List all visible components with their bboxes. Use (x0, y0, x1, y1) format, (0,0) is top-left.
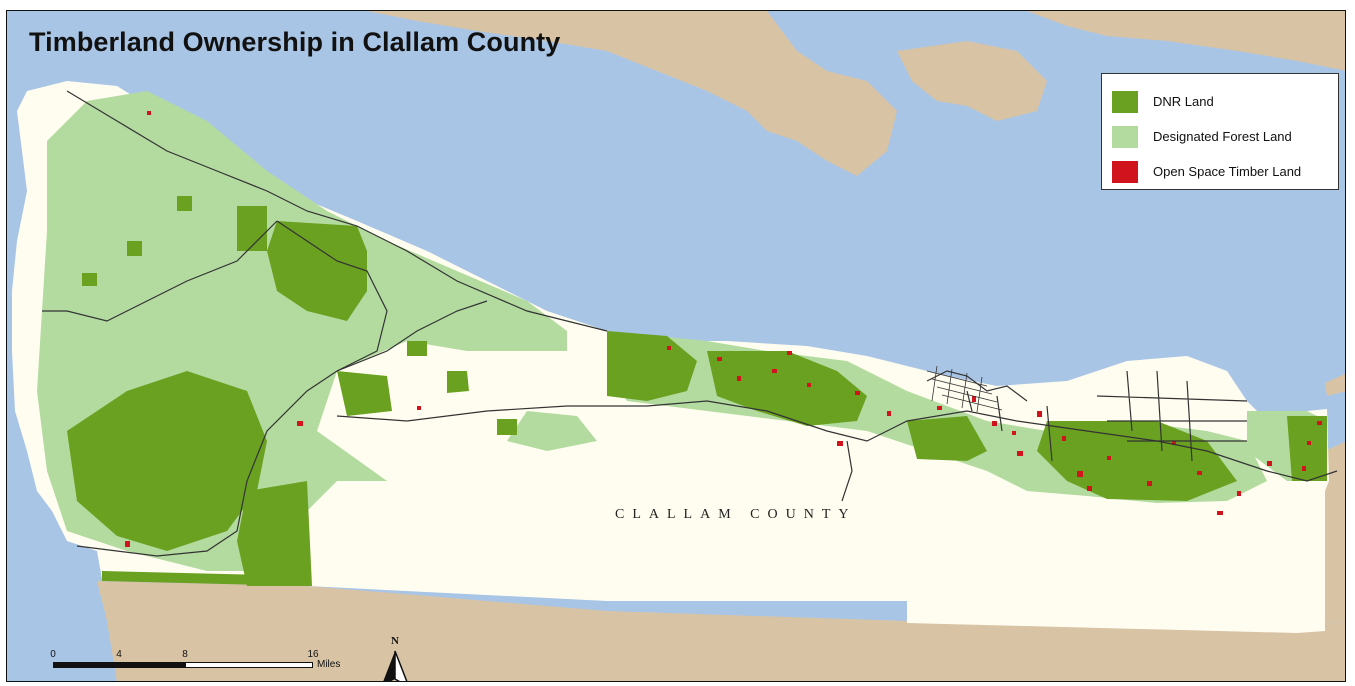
scale-tick: 4 (116, 649, 122, 660)
dnr-land-east-a (907, 416, 987, 461)
dnr-land-central (607, 331, 697, 401)
legend-item-open-space-timber: Open Space Timber Land (1112, 154, 1328, 189)
designated-forest-area-central (507, 411, 597, 451)
legend-item-dnr-land: DNR Land (1112, 84, 1328, 119)
scale-segment-filled (53, 662, 185, 668)
open-space-timber-swatch (1112, 160, 1138, 183)
dnr-land-block-d (177, 196, 192, 211)
scale-bar: 0 4 8 16 Miles (49, 649, 349, 679)
scale-tick: 8 (182, 649, 188, 660)
county-label: CLALLAM COUNTY (615, 507, 857, 522)
dnr-land-swatch (1112, 90, 1138, 113)
scale-tick: 0 (50, 649, 56, 660)
map-title: Timberland Ownership in Clallam County (29, 27, 561, 57)
legend-label: Open Space Timber Land (1153, 164, 1302, 179)
dnr-land-block-e (127, 241, 142, 256)
north-arrow: N (377, 635, 413, 681)
port-angeles-street-grid (926, 365, 1003, 413)
southern-landmass (97, 581, 1345, 681)
dnr-land-south-strip (102, 571, 307, 586)
scale-segment-empty (185, 662, 313, 668)
dnr-land-block-f (82, 273, 97, 286)
dnr-land-west (67, 371, 267, 551)
northeast-landmass (1027, 11, 1345, 71)
vancouver-island (367, 11, 897, 176)
north-arrow-icon (383, 650, 408, 681)
legend-label: Designated Forest Land (1153, 129, 1292, 144)
vancouver-island-east (897, 41, 1047, 121)
legend-item-designated-forest: Designated Forest Land (1112, 119, 1328, 154)
road-network (42, 90, 1338, 557)
dnr-land-southwest (237, 481, 312, 586)
legend: DNR Land Designated Forest Land Open Spa… (1101, 73, 1339, 190)
dnr-land-east-c (1287, 416, 1327, 481)
dnr-land-north (267, 221, 367, 321)
scale-unit: Miles (317, 659, 341, 670)
dnr-land-block-h (497, 419, 517, 435)
east-tip-landmass (1325, 373, 1345, 396)
scale-tick: 16 (307, 649, 319, 660)
open-space-timber-parcels (125, 111, 1322, 547)
east-landmass (1325, 441, 1345, 623)
dnr-land-block-c (447, 371, 469, 393)
north-letter: N (391, 635, 399, 647)
designated-forest-swatch (1112, 125, 1138, 148)
dnr-land-block-g (407, 341, 427, 356)
legend-label: DNR Land (1153, 94, 1214, 109)
dnr-land-block-a (237, 206, 267, 251)
map-frame[interactable]: Timberland Ownership in Clallam County D… (6, 10, 1346, 682)
dnr-land-block-b (337, 371, 392, 416)
map-canvas[interactable] (7, 11, 1346, 682)
